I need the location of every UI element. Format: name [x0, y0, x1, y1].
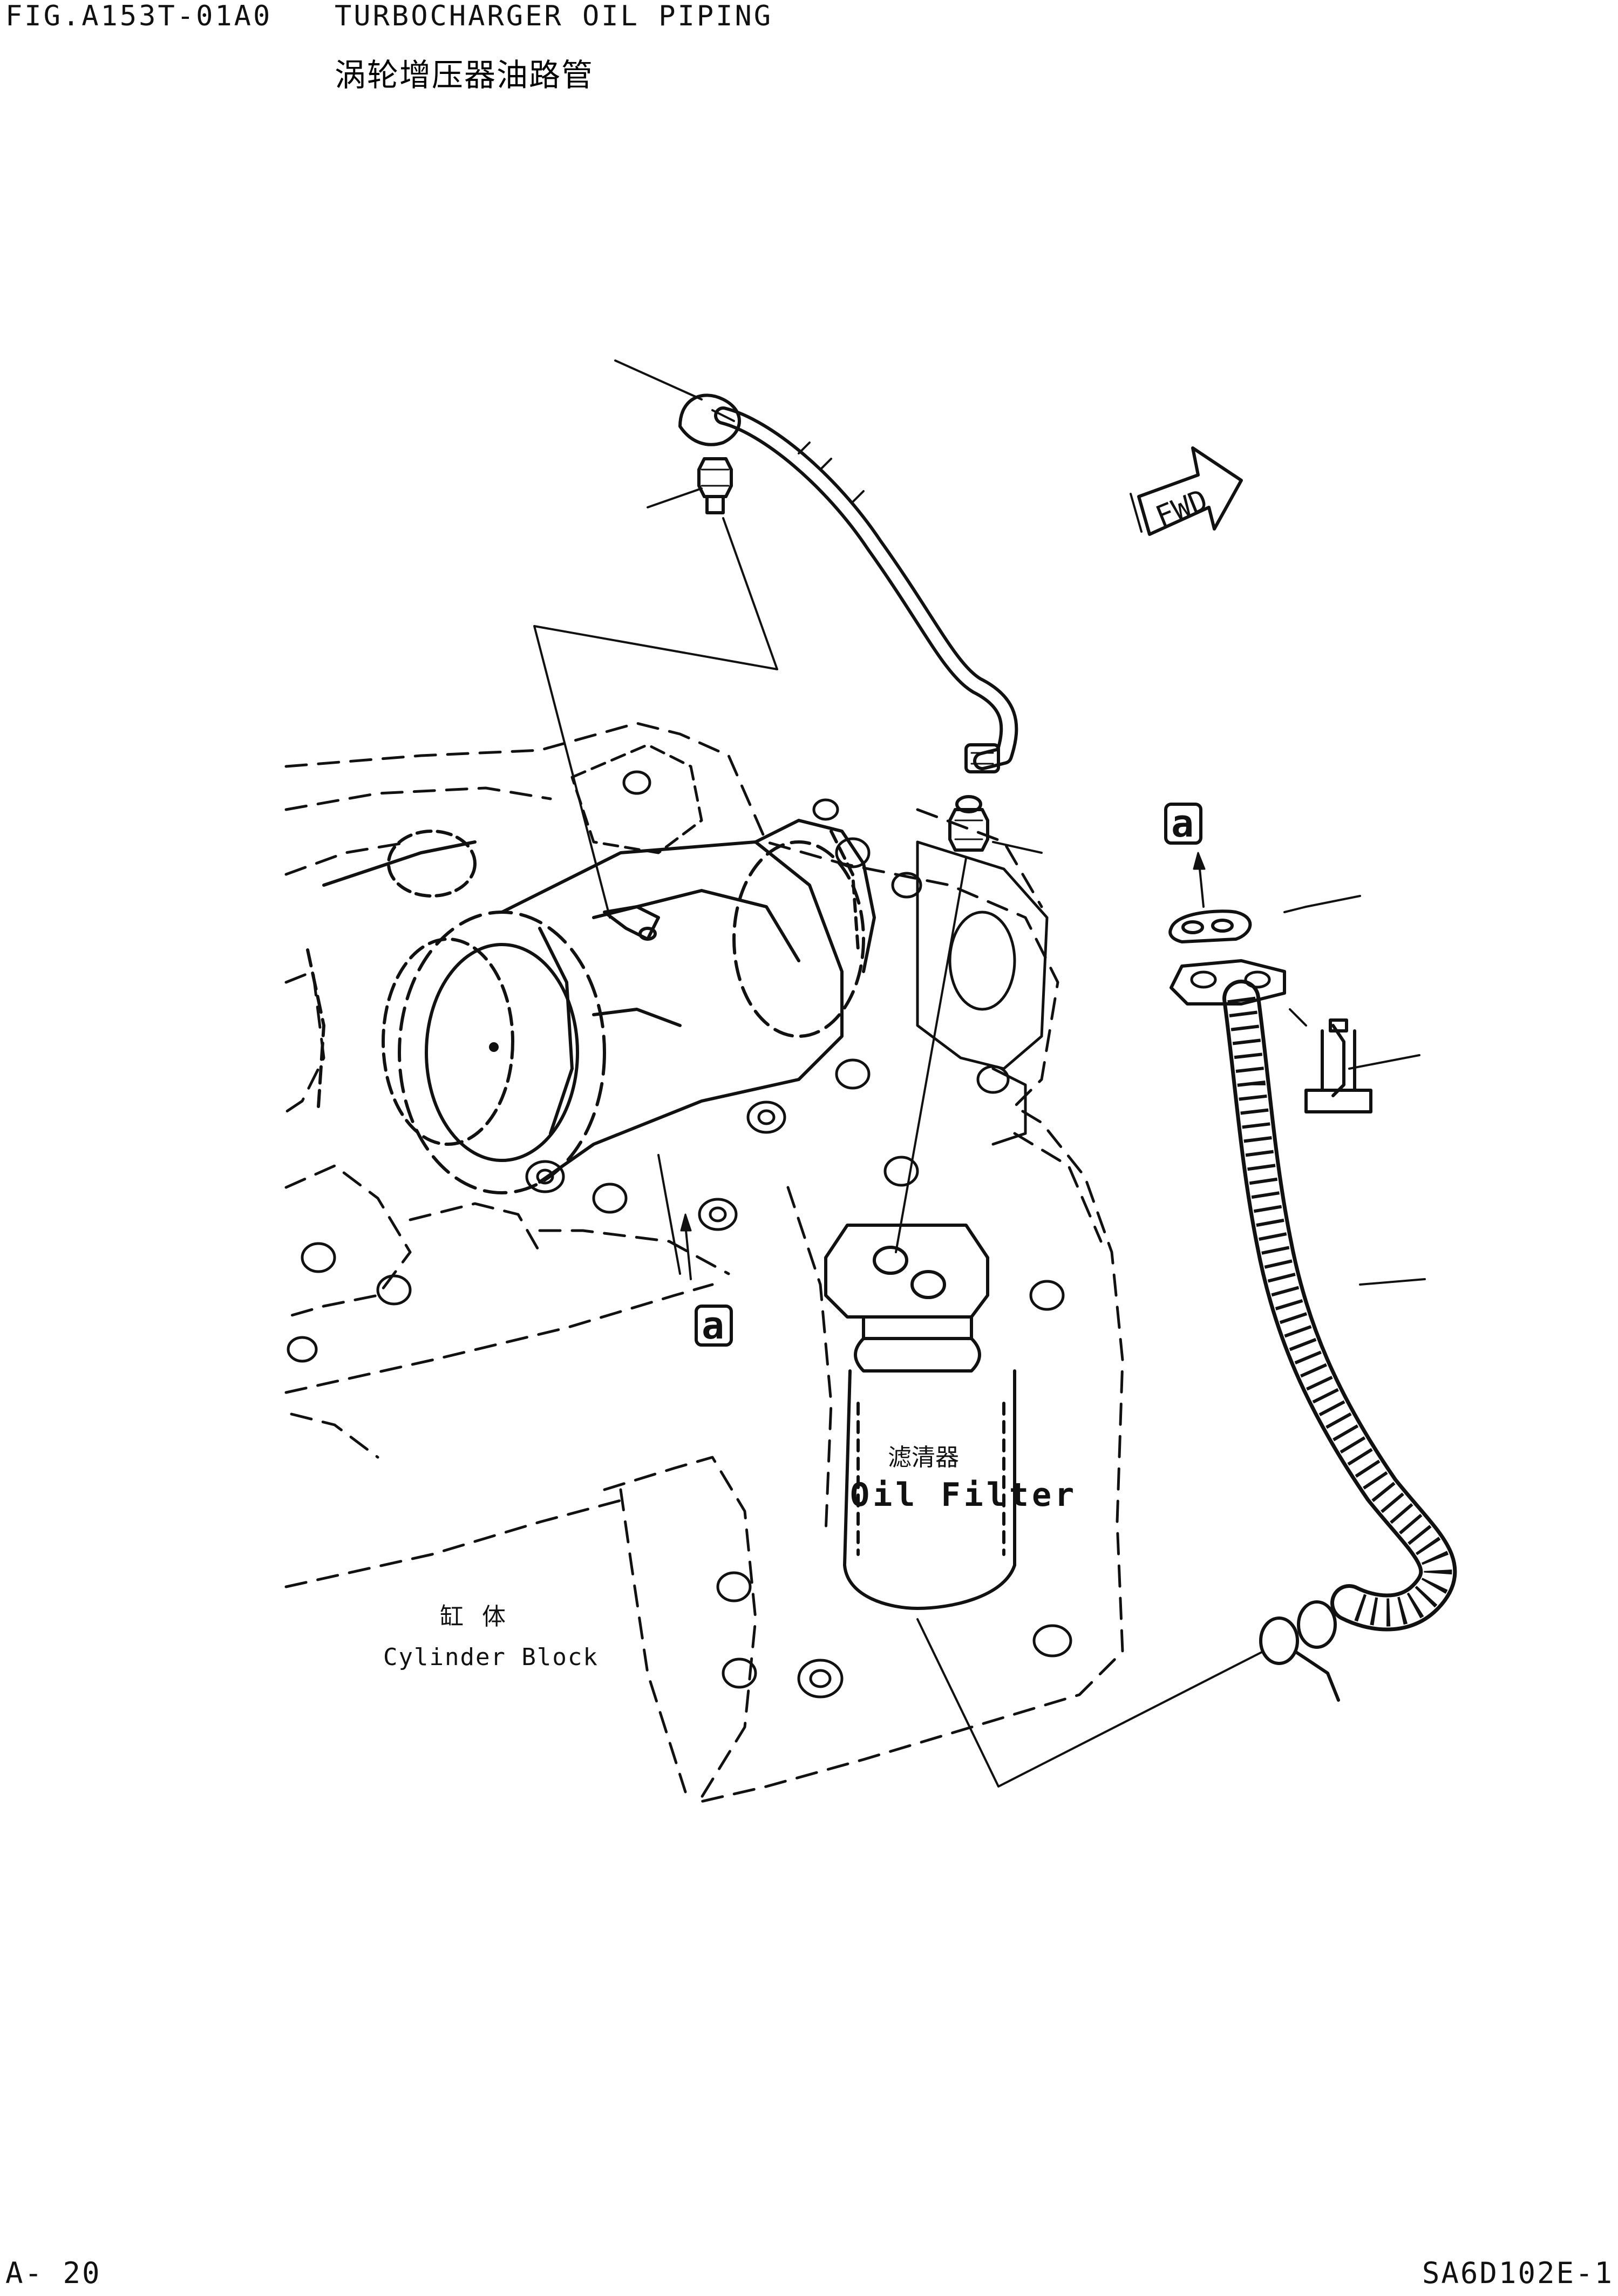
figure-title-chinese: 涡轮增压器油路管: [335, 57, 594, 93]
cylinder-block-label-cn: 缸 体: [440, 1603, 511, 1631]
callout-a-return-side: a: [1164, 801, 1202, 846]
callout-a-label: a: [702, 1303, 724, 1348]
oil-filter-label-cn: 滤清器: [888, 1444, 959, 1471]
flange-bolt: [1304, 1018, 1372, 1113]
cylinder-block-label: Cylinder Block: [383, 1643, 599, 1671]
oil-filter-label: Oil Filter: [850, 1476, 1077, 1514]
callout-a-filter-side: a: [695, 1303, 733, 1348]
gasket: [1168, 909, 1252, 943]
page-number: A- 20: [5, 2256, 101, 2290]
connector-fitting-top: [697, 457, 733, 514]
direction-arrows: [680, 852, 1206, 1280]
document-code: SA6D102E-1: [1422, 2256, 1614, 2290]
engine-block-outline: [284, 722, 1124, 1804]
turbo-oil-return-pipe: [1170, 959, 1457, 1632]
cylinder-head-details: [570, 743, 1049, 1146]
oil-filter: [824, 1224, 1016, 1610]
turbocharger: [306, 819, 876, 1194]
leader-lines: [533, 359, 1426, 1788]
figure-title: TURBOCHARGER OIL PIPING: [335, 0, 773, 32]
turbo-oil-inlet-pipe: [678, 393, 1018, 773]
connector-fitting-filter: [948, 795, 989, 852]
forward-direction-arrow: FWD: [1130, 446, 1243, 536]
block-bolt-bosses: [287, 1058, 1072, 1699]
callout-a-label-2: a: [1171, 801, 1194, 846]
figure-code: FIG.A153T-01A0: [5, 0, 273, 32]
o-rings: [1259, 1600, 1340, 1702]
